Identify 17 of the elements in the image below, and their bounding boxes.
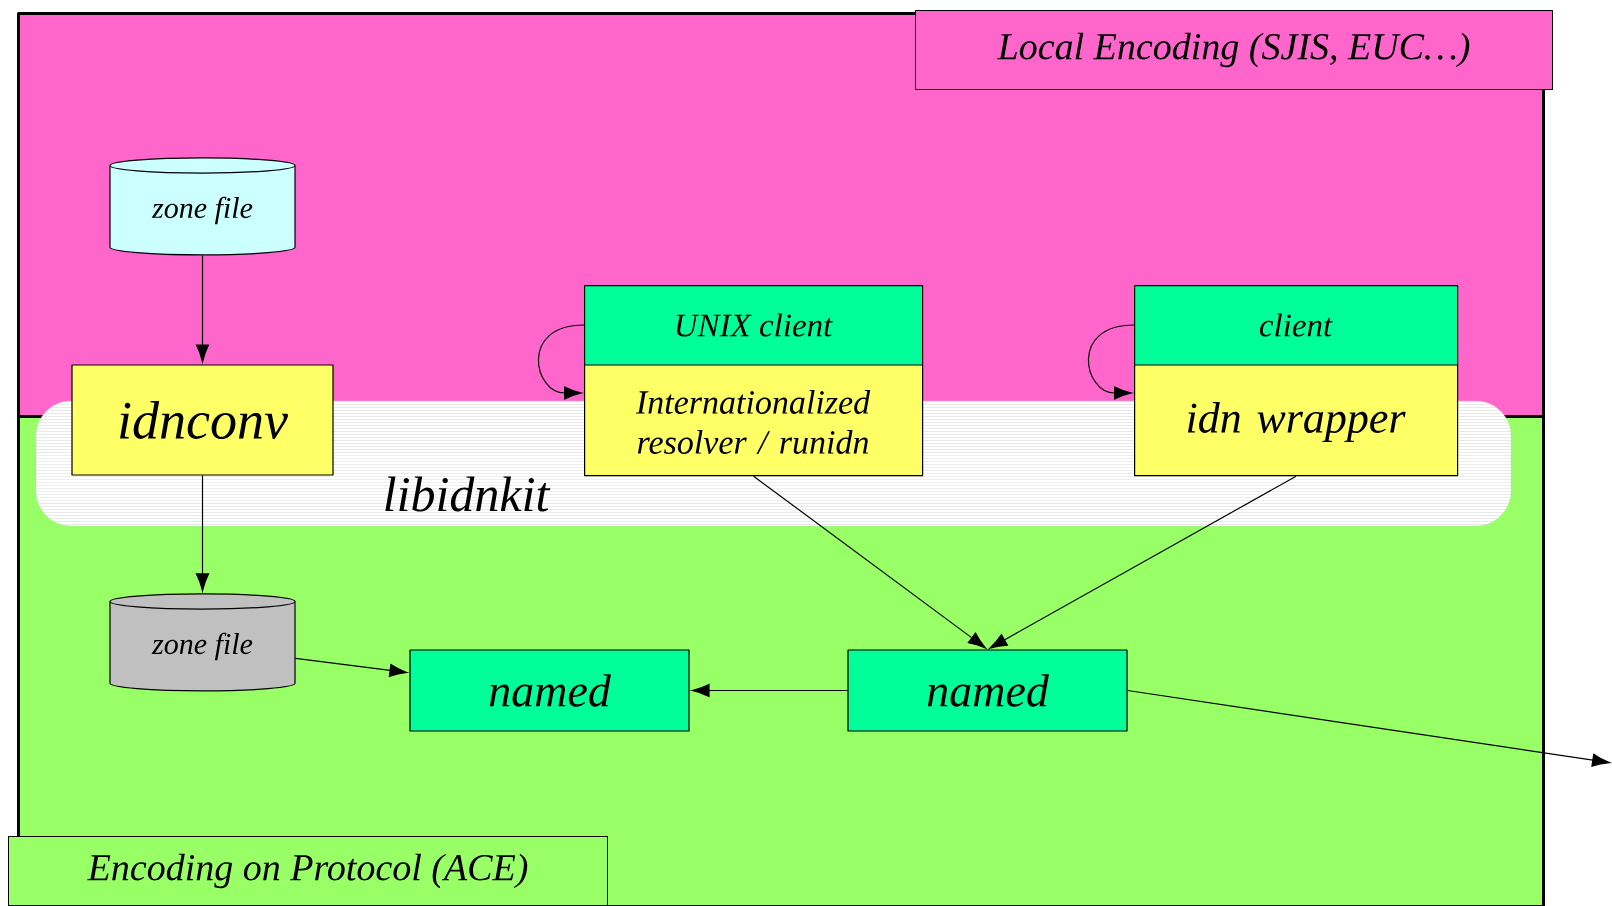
- process-box: idnconv: [71, 364, 334, 476]
- arrow: [691, 683, 848, 698]
- arrow: [195, 254, 210, 363]
- arrow: [537, 324, 585, 400]
- process-box: named: [847, 649, 1128, 732]
- process-box: named: [409, 649, 690, 732]
- database-cylinder: zone file: [109, 593, 296, 692]
- arrow: [989, 475, 1297, 649]
- client-box: UNIX client Internationalized resolver / runidn: [583, 285, 924, 477]
- arrow: [1087, 324, 1135, 400]
- arrow: [195, 475, 210, 592]
- arrow: [1127, 689, 1610, 767]
- client-box: client idn wrapper: [1133, 285, 1459, 477]
- arrow: [295, 657, 408, 677]
- arrow: [753, 475, 986, 649]
- database-cylinder: zone file: [109, 157, 296, 256]
- library-label: libidnkit: [385, 476, 551, 512]
